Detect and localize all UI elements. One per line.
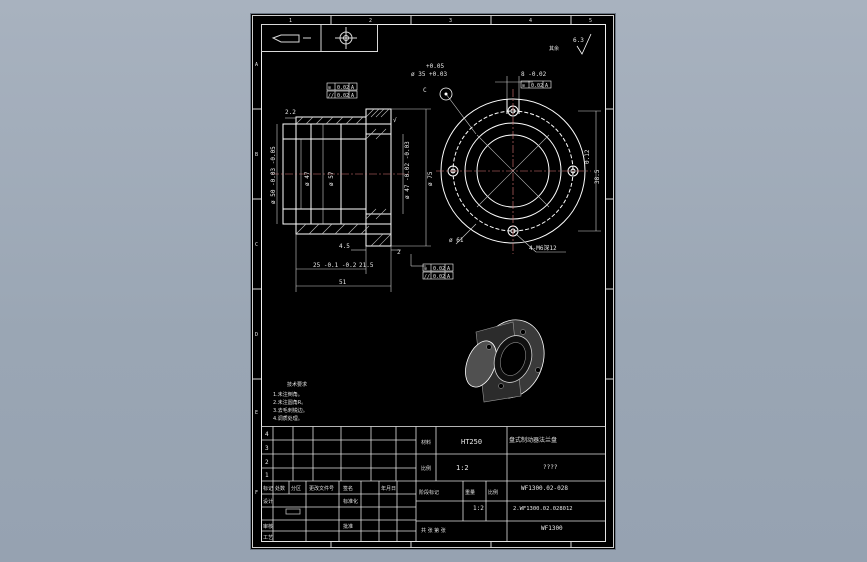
tolerance-frame: ⊙ 0.02 A (520, 80, 552, 89)
svg-text:⊙: ⊙ (424, 266, 427, 272)
dimension-label: 4.5 (339, 243, 350, 250)
zone-number: 4 (529, 18, 532, 24)
tech-requirement-line: 2.未注圆角R。 (273, 399, 306, 406)
zone-letter: F (255, 490, 258, 496)
tolerance-frame: ⊙ 0.02 A (326, 82, 358, 91)
drawing-number: WF1300.02-028 (521, 485, 568, 492)
svg-text:0.02: 0.02 (337, 85, 349, 91)
svg-text://: // (328, 93, 334, 99)
tolerance-frame: // 0.02 A (326, 90, 358, 99)
tech-requirement-line: 4.调质处理。 (273, 415, 303, 422)
zone-letter: D (255, 332, 258, 338)
sheet-count: 共 张 第 张 (421, 527, 446, 534)
weight-value: ???? (543, 464, 558, 471)
sign-label: 设计 (263, 498, 273, 505)
svg-text:A: A (447, 266, 450, 272)
dimension-label: 25 -0.1 -0.2 (313, 262, 357, 269)
zone-number: 3 (449, 18, 452, 24)
zone-number: 2 (369, 18, 372, 24)
header-label: 分区 (291, 485, 301, 492)
dimension-label: ø 47 -0.02 -0.03 (404, 141, 411, 199)
dimension-label: +0.05 (426, 63, 444, 70)
part-name: 盘式制动器法兰盘 (509, 436, 557, 444)
svg-text:A: A (545, 83, 548, 89)
zone-number: 5 (589, 18, 592, 24)
parts-row-number: 1 (265, 472, 269, 479)
roughness-symbol: √ (393, 117, 397, 124)
header-label: 年月日 (381, 485, 396, 492)
dimension-label: ø 35 +0.03 (411, 71, 448, 78)
dimension-label: ø 47 (304, 171, 311, 186)
sign-label: 标准化 (343, 498, 358, 505)
project-code: WF1300 (541, 525, 563, 532)
sign-label: 批准 (343, 523, 353, 530)
stage-label: 比例 (488, 489, 498, 496)
tech-requirements-title: 技术要求 (287, 381, 307, 388)
dimension-label: 21.5 (359, 262, 374, 269)
dimension-label: ø 75 (427, 171, 434, 186)
scale-value: 1:2 (473, 505, 484, 512)
tech-requirement-line: 1.未注倒角。 (273, 391, 303, 398)
isometric-view (465, 319, 545, 403)
material-value: HT250 (461, 438, 482, 446)
sign-label: 工艺 (263, 535, 273, 541)
drawing-number-secondary: 2.WF1300.02.028012 (513, 506, 573, 512)
svg-text:0.02: 0.02 (433, 274, 445, 280)
header-label: 处数 (275, 485, 285, 492)
svg-text:A: A (351, 85, 354, 91)
dimension-label: ø 57 (328, 171, 335, 186)
zone-letter: C (255, 242, 258, 248)
parts-row-number: 4 (265, 431, 269, 438)
dimension-label: 4-M6深12 (529, 244, 557, 252)
svg-text:0.02: 0.02 (337, 93, 349, 99)
scale-label: 比例 (421, 465, 431, 472)
sign-label: 审核 (263, 523, 273, 530)
roughness-note: 其余 (549, 45, 559, 52)
header-label: 更改文件号 (309, 485, 334, 492)
dimension-label: 2.2 (285, 109, 296, 116)
dimension-label: ø 61 (449, 237, 464, 244)
quantity-value: 1:2 (456, 464, 469, 472)
svg-text:⊙: ⊙ (522, 83, 525, 89)
zone-number: 1 (289, 18, 292, 24)
dimension-label: 38.5 (594, 169, 601, 184)
svg-text:A: A (447, 274, 450, 280)
svg-text:0.02: 0.02 (531, 83, 543, 89)
material-label: 材料 (421, 439, 431, 446)
stage-label: 阶段标记 (419, 489, 439, 496)
tech-requirement-line: 3.去毛刺锐边。 (273, 407, 308, 414)
roughness-value: 6.3 (573, 37, 584, 44)
dimension-label: 8 -0.02 (521, 71, 547, 78)
angle-note: C (423, 87, 427, 94)
dimension-label: 51 (339, 279, 347, 286)
header-label: 标记 (263, 485, 273, 492)
parts-row-number: 2 (265, 459, 269, 466)
dimension-label: ø 50 -0.03 -0.05 (270, 146, 277, 204)
tolerance-frame: ⊙ 0.02 A (422, 263, 454, 272)
svg-text:0.02: 0.02 (433, 266, 445, 272)
tolerance-frame: // 0.02 A (422, 271, 454, 280)
dimension-label: 2 (397, 249, 401, 256)
dimension-label: 0.12 (584, 149, 591, 164)
svg-text:⊙: ⊙ (328, 85, 331, 91)
drawing-sheet: 1 2 3 4 5 A B C D E F 6.3 其余 +0.05 ø 35 … (251, 14, 615, 549)
zone-letter: B (255, 152, 258, 158)
parts-row-number: 3 (265, 445, 269, 452)
zone-letter: E (255, 410, 258, 416)
svg-text://: // (424, 274, 430, 280)
stage-label: 重量 (465, 489, 475, 496)
zone-letter: A (255, 62, 258, 68)
engineering-drawing: 1 2 3 4 5 A B C D E F 6.3 其余 +0.05 ø 35 … (252, 15, 614, 548)
svg-text:A: A (351, 93, 354, 99)
header-label: 签名 (343, 485, 353, 492)
